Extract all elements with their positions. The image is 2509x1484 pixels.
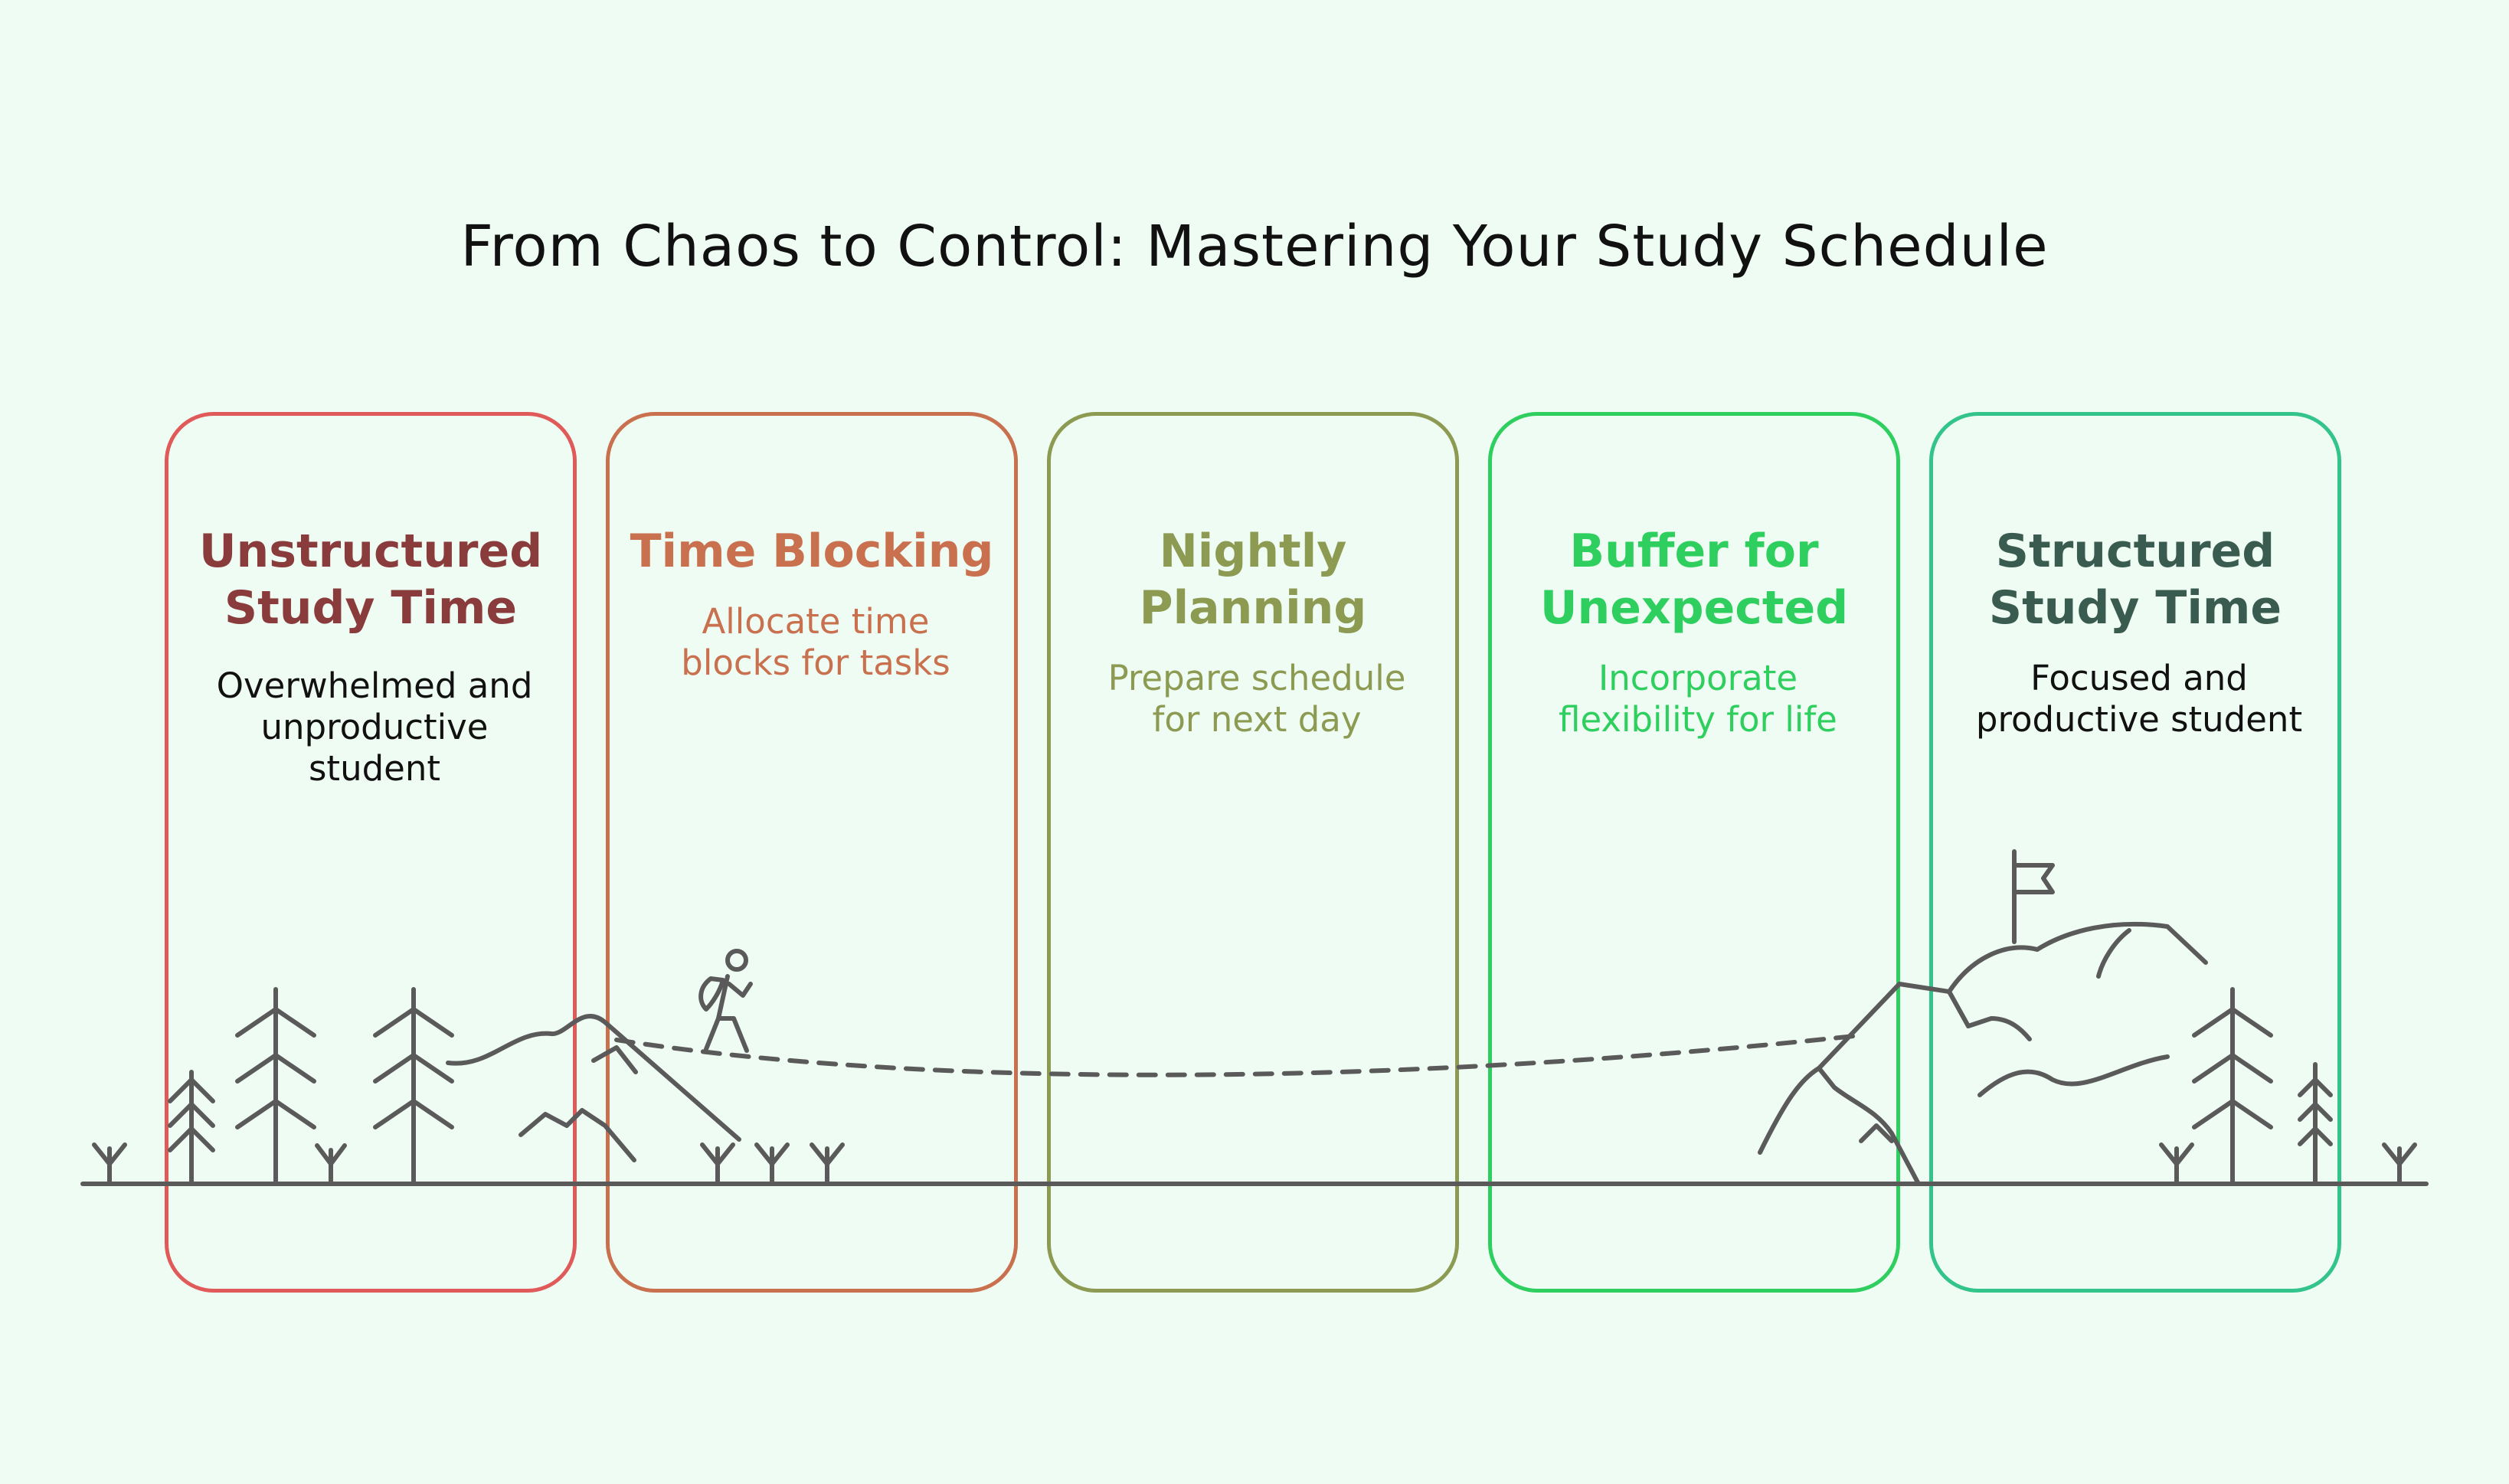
stage-description-line: Focused and bbox=[2030, 658, 2248, 698]
stage-heading-line: Unexpected bbox=[1539, 581, 1849, 635]
stage-description-line: Incorporate bbox=[1598, 658, 1798, 698]
stage-description: Focused and productive student bbox=[1964, 658, 2314, 740]
stage-description-line: Prepare schedule bbox=[1107, 658, 1406, 698]
stage-description: Prepare schedule for next day bbox=[1081, 658, 1432, 740]
stage-structured-study-time: Structured Study Time Focused and produc… bbox=[1929, 412, 2341, 1293]
stage-buffer-for-unexpected: Buffer for Unexpected Incorporate flexib… bbox=[1488, 412, 1900, 1293]
stage-heading-line: Planning bbox=[1139, 581, 1367, 635]
stage-heading-line: Unstructured bbox=[198, 525, 543, 578]
stage-description-line: Allocate time bbox=[702, 601, 930, 642]
stage-unstructured-study-time: Unstructured Study Time Overwhelmed and … bbox=[165, 412, 577, 1293]
stage-description-line: student bbox=[308, 748, 441, 789]
stage-heading-line: Study Time bbox=[1988, 581, 2282, 635]
stage-heading-line: Time Blocking bbox=[630, 525, 994, 578]
sprout-icon bbox=[2382, 1142, 2417, 1186]
stage-description-line: flexibility for life bbox=[1559, 699, 1837, 740]
stage-description-line: unproductive bbox=[260, 707, 489, 747]
stage-description-line: blocks for tasks bbox=[681, 642, 950, 683]
stage-heading: Time Blocking bbox=[610, 523, 1014, 580]
stage-heading: Structured Study Time bbox=[1933, 523, 2337, 636]
stage-description-line: Overwhelmed and bbox=[216, 665, 533, 706]
sprout-icon bbox=[92, 1142, 127, 1186]
stage-heading: Buffer for Unexpected bbox=[1492, 523, 1896, 636]
stage-description-line: for next day bbox=[1152, 699, 1362, 740]
stage-heading-line: Nightly bbox=[1159, 525, 1347, 578]
stage-heading: Nightly Planning bbox=[1051, 523, 1455, 636]
stage-description: Incorporate flexibility for life bbox=[1523, 658, 1873, 740]
stage-nightly-planning: Nightly Planning Prepare schedule for ne… bbox=[1047, 412, 1459, 1293]
stage-description: Allocate time blocks for tasks bbox=[640, 601, 991, 684]
stage-description-line: productive student bbox=[1975, 699, 2303, 740]
stage-time-blocking: Time Blocking Allocate time blocks for t… bbox=[606, 412, 1018, 1293]
stage-heading-line: Structured bbox=[1995, 525, 2275, 578]
page-title: From Chaos to Control: Mastering Your St… bbox=[460, 214, 2049, 279]
stage-heading-line: Buffer for bbox=[1569, 525, 1819, 578]
stage-heading-line: Study Time bbox=[224, 581, 518, 635]
stage-description: Overwhelmed and unproductive student bbox=[199, 665, 550, 789]
stage-heading: Unstructured Study Time bbox=[168, 523, 573, 636]
